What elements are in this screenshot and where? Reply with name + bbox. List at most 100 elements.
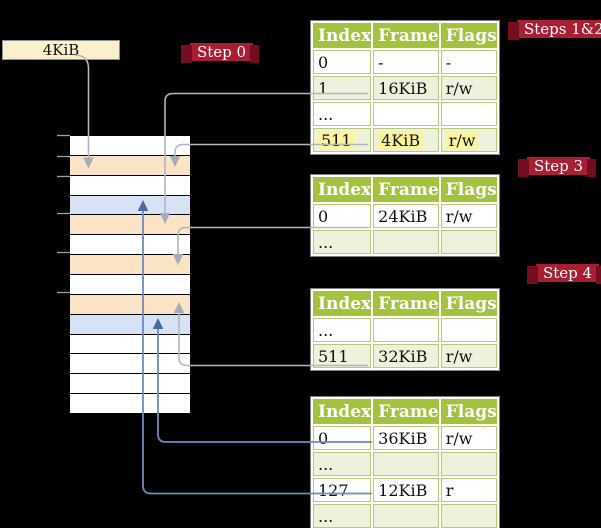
cell-index: 0	[313, 204, 372, 228]
cell-text: ...	[318, 232, 334, 252]
table-header-row: Index Frame Flags	[313, 399, 497, 424]
cell-text: 4KiB	[378, 130, 424, 150]
memory-frame-row	[70, 215, 190, 236]
table-row: ...	[313, 102, 497, 126]
table-header-row: Index Frame Flags	[313, 177, 497, 202]
col-header-frame: Frame	[373, 23, 439, 48]
cell-text: r/w	[445, 206, 473, 226]
col-header-flags: Flags	[440, 291, 497, 316]
cell-text: 16KiB	[378, 78, 428, 98]
cell-index: 511	[313, 128, 372, 152]
memory-frame-row	[70, 136, 190, 156]
cell-flags: -	[440, 50, 497, 74]
memory-address-ticks	[57, 134, 70, 294]
cell-text: 24KiB	[378, 206, 428, 226]
cell-text: ...	[318, 320, 334, 340]
cell-flags: r/w	[440, 204, 497, 228]
col-header-index: Index	[313, 291, 372, 316]
page-table-level-4: Index Frame Flags 0 - - 1 16KiB r/w ... …	[310, 20, 500, 155]
table-row: ...	[313, 230, 497, 254]
cell-index: 511	[313, 344, 372, 368]
cell-flags	[440, 452, 497, 476]
cell-frame: 12KiB	[373, 478, 439, 502]
badge-step-4: Step 4	[526, 264, 601, 284]
cell-flags: r	[440, 478, 497, 502]
page-table-level-2: Index Frame Flags ... 511 32KiB r/w	[310, 288, 500, 371]
cell-text: 32KiB	[378, 346, 428, 366]
table-row: 1 16KiB r/w	[313, 76, 497, 100]
cell-frame: 4KiB	[373, 128, 439, 152]
cell-text: ...	[318, 104, 334, 124]
cell-flags: r/w	[440, 76, 497, 100]
cell-index: ...	[313, 452, 372, 476]
table-row: ...	[313, 504, 497, 528]
cell-text: 36KiB	[378, 428, 428, 448]
cell-text: r/w	[445, 78, 473, 98]
cell-text: r/w	[445, 346, 473, 366]
memory-frame-row	[70, 294, 190, 315]
table-header-row: Index Frame Flags	[313, 23, 497, 48]
table-header-row: Index Frame Flags	[313, 291, 497, 316]
cell-text: r/w	[445, 130, 479, 150]
page-table-level-3: Index Frame Flags 0 24KiB r/w ...	[310, 174, 500, 257]
cell-text: -	[378, 52, 384, 72]
badge-step-0: Step 0	[180, 43, 260, 63]
cell-text: 511	[318, 346, 349, 366]
memory-frame-row	[70, 354, 190, 375]
badge-step-3: Step 3	[517, 157, 597, 177]
memory-frame-row	[70, 235, 190, 256]
col-header-frame: Frame	[373, 291, 439, 316]
cell-text: 0	[318, 52, 329, 72]
cell-index: ...	[313, 318, 372, 342]
cell-text: 12KiB	[378, 480, 428, 500]
cell-index: ...	[313, 504, 372, 528]
badge-steps-1-2: Steps 1&2	[508, 20, 601, 40]
col-header-flags: Flags	[440, 399, 497, 424]
cell-text: r/w	[445, 428, 473, 448]
memory-frame-row	[70, 374, 190, 395]
cell-frame: -	[373, 50, 439, 74]
memory-frame-row	[70, 394, 190, 414]
cell-index: 1	[313, 76, 372, 100]
cell-frame: 16KiB	[373, 76, 439, 100]
cell-text: 511	[318, 130, 355, 150]
memory-frame-row	[70, 155, 190, 176]
cell-flags: r/w	[440, 426, 497, 450]
table-row: 0 - -	[313, 50, 497, 74]
cell-flags: r/w	[440, 128, 497, 152]
table-row-highlighted: 511 4KiB r/w	[313, 128, 497, 152]
cell-frame	[373, 318, 439, 342]
page-table-level-1: Index Frame Flags 0 36KiB r/w ... 127 12…	[310, 396, 500, 528]
cell-index: 0	[313, 426, 372, 450]
memory-frame-row	[70, 314, 190, 335]
cell-frame: 32KiB	[373, 344, 439, 368]
cell-frame: 36KiB	[373, 426, 439, 450]
memory-frame-row	[70, 175, 190, 196]
cr3-frame-box: 4KiB	[2, 40, 120, 60]
cell-index: 127	[313, 478, 372, 502]
table-row: 511 32KiB r/w	[313, 344, 497, 368]
col-header-flags: Flags	[440, 23, 497, 48]
col-header-flags: Flags	[440, 177, 497, 202]
cell-flags	[440, 504, 497, 528]
cell-text: 0	[318, 428, 329, 448]
col-header-index: Index	[313, 399, 372, 424]
cell-text: 1	[318, 78, 329, 98]
cell-frame	[373, 102, 439, 126]
table-row: 0 36KiB r/w	[313, 426, 497, 450]
table-row: 127 12KiB r	[313, 478, 497, 502]
physical-memory-column	[70, 136, 190, 414]
cell-flags	[440, 318, 497, 342]
cell-index: 0	[313, 50, 372, 74]
cell-frame: 24KiB	[373, 204, 439, 228]
table-row: ...	[313, 452, 497, 476]
cell-text: -	[445, 52, 452, 72]
memory-frame-row	[70, 195, 190, 216]
cell-flags	[440, 102, 497, 126]
cell-text: 127	[318, 480, 349, 500]
cell-frame	[373, 504, 439, 528]
cell-text: r	[445, 480, 454, 500]
cell-text: ...	[318, 506, 334, 526]
memory-frame-row	[70, 275, 190, 295]
